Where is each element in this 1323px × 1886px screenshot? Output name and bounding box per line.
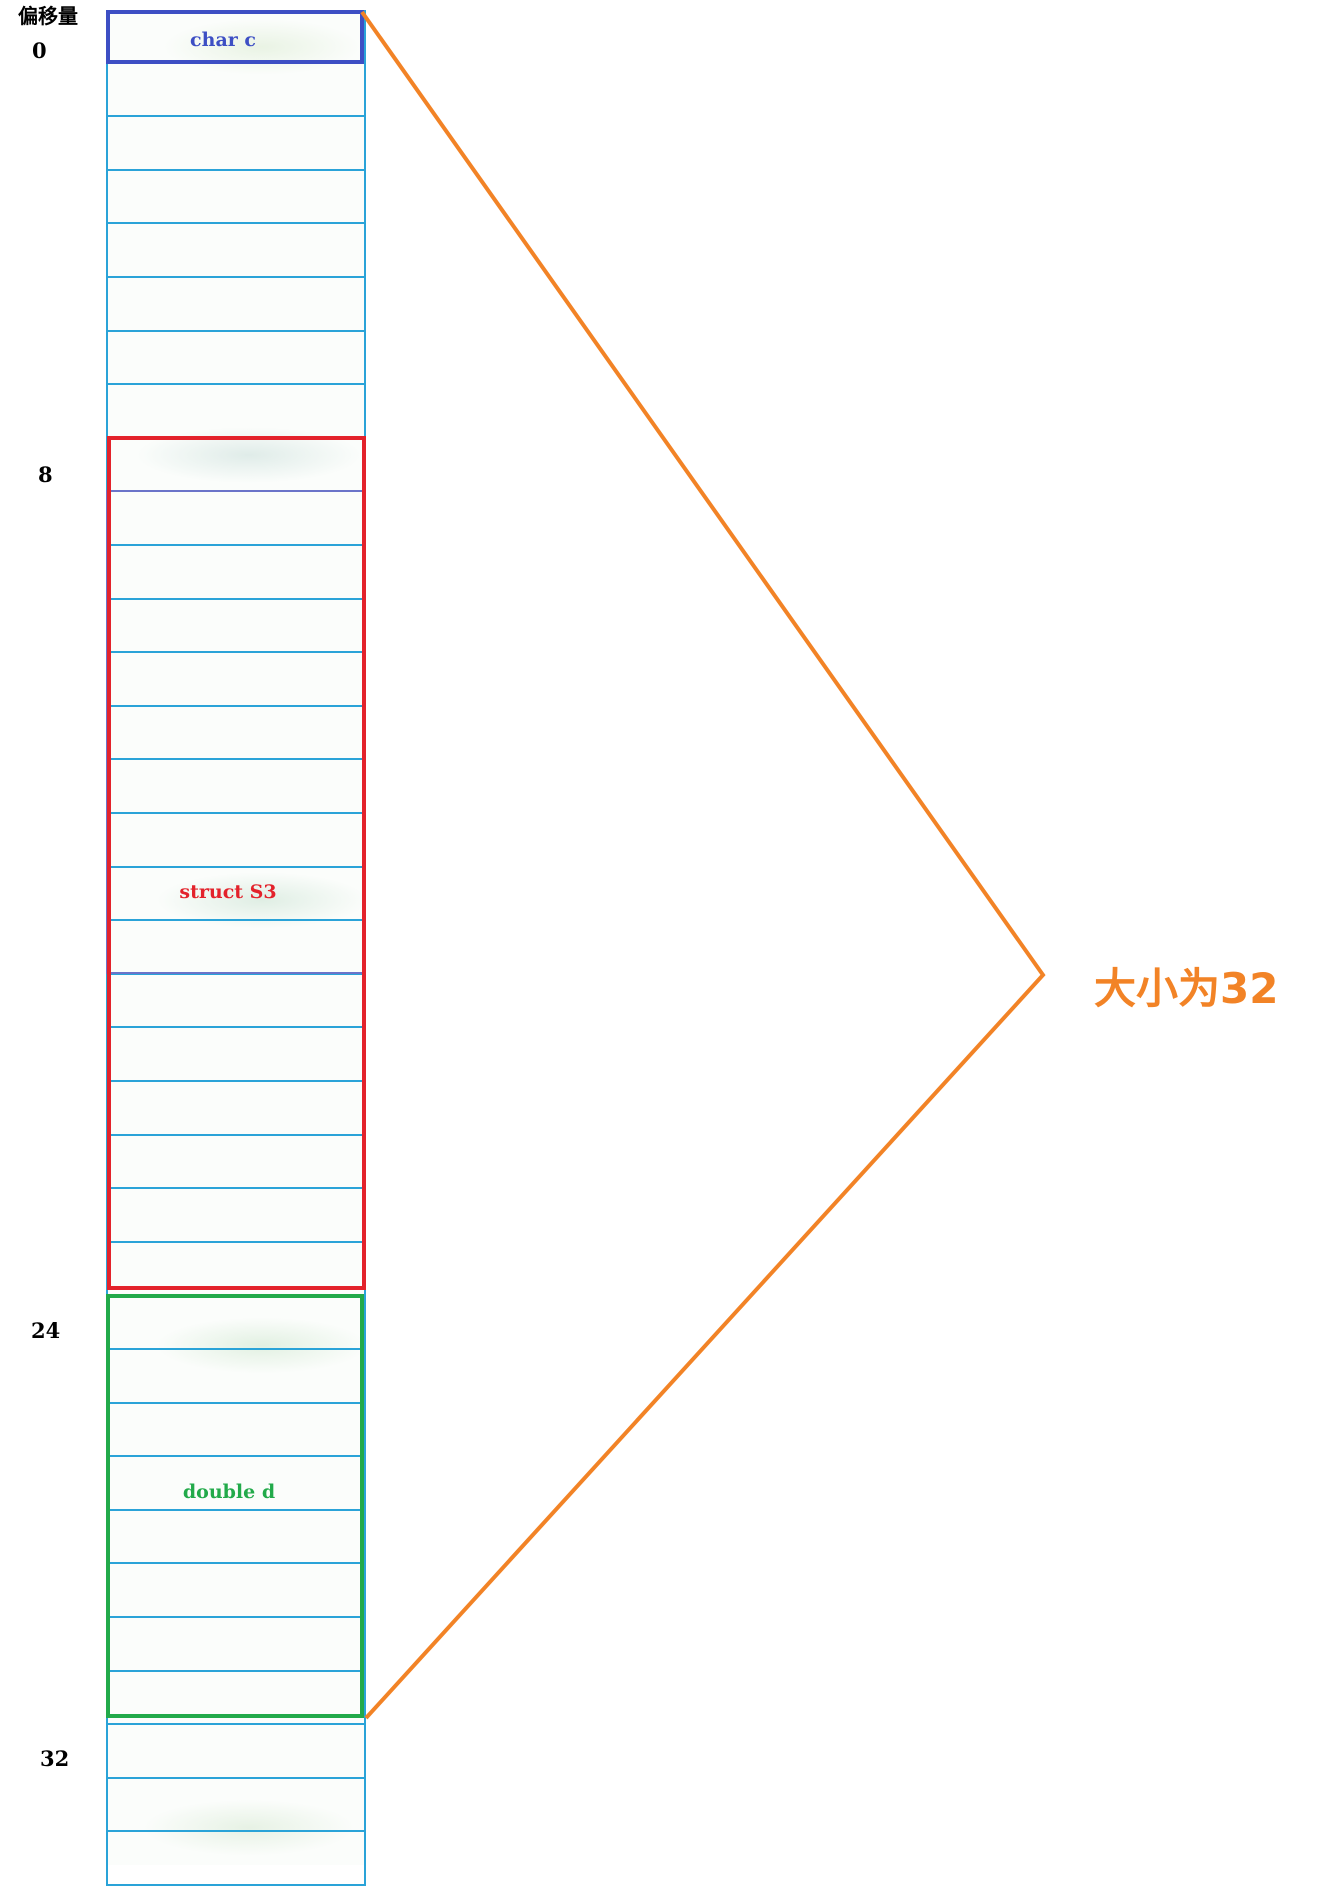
- offset-label-24: 24: [31, 1318, 61, 1343]
- memory-cell: [106, 278, 366, 332]
- offset-label-32: 32: [40, 1746, 70, 1771]
- memory-cell: [106, 1778, 366, 1833]
- offset-label-0: 0: [32, 38, 47, 63]
- struct-s3-label: struct S3: [179, 881, 277, 903]
- double-d-label: double d: [182, 1481, 276, 1503]
- memory-cell: [106, 224, 366, 278]
- offset-label-8: 8: [38, 462, 53, 487]
- struct-s3-box: [107, 436, 366, 1290]
- memory-cell: [106, 1725, 366, 1779]
- memory-cell: [106, 170, 366, 225]
- size-annotation: 大小为32: [1094, 964, 1279, 1013]
- memory-column: [106, 10, 366, 1886]
- memory-cell: [106, 331, 366, 386]
- char-c-label: char c: [190, 29, 256, 51]
- offset-header: 偏移量: [18, 4, 78, 28]
- double-d-box: [106, 1294, 364, 1718]
- size-brace-line: [360, 10, 1046, 1720]
- memory-cell: [106, 117, 366, 171]
- memory-cell: [106, 63, 366, 118]
- char-c-box: [106, 10, 364, 64]
